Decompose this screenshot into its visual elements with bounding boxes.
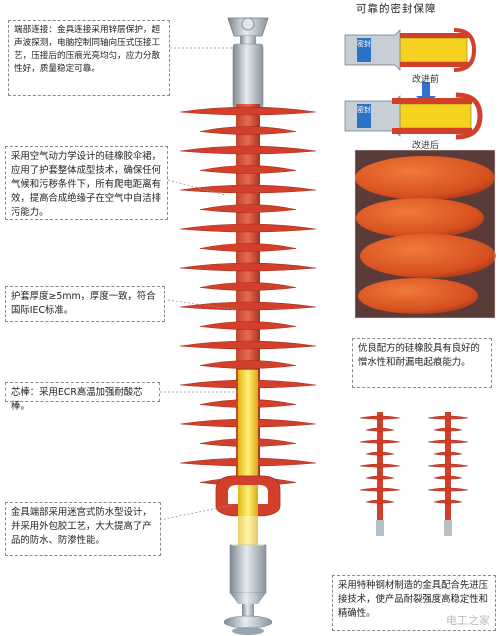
shed [433, 427, 463, 432]
shed [199, 243, 297, 252]
seal-before-diagram [344, 28, 477, 72]
callout-core: 芯棒：采用ECR高温加强耐酸芯棒。 [5, 382, 160, 412]
shed [365, 475, 395, 480]
callout-end-fitting: 端部连接：金具连接采用锌层保护，超声波探测，电脑控制同轴向压式压接工艺，压接后的… [8, 20, 170, 96]
shed [359, 463, 401, 468]
shed [427, 439, 469, 444]
callout-bottom-fitting: 金具端部采用迷宫式防水型设计，并采用外包胶工艺，大大提高了产品的防水、防渗性能。 [5, 502, 161, 556]
after-label: 改进后 [412, 141, 440, 151]
shed [365, 499, 395, 504]
watermark: 电工之家 [446, 614, 490, 627]
shed [433, 451, 463, 456]
rubber-closeup-photo [354, 149, 496, 319]
shed [179, 106, 317, 116]
seal-title: 可靠的密封保障 [356, 3, 437, 15]
shed [427, 463, 469, 468]
shed [199, 204, 297, 213]
shed [199, 321, 297, 330]
shed [359, 439, 401, 444]
shed [179, 301, 317, 311]
callout-rubber: 优良配方的硅橡胶具有良好的憎水性和耐漏电起痕能力。 [352, 338, 492, 388]
bottom-end-fitting [215, 475, 281, 635]
shed [427, 415, 469, 420]
shed [365, 451, 395, 456]
seal-after-diagram [344, 92, 483, 140]
before-label: 改进前 [412, 75, 440, 85]
callout-sheath: 护套厚度≥5mm，厚度一致，符合国际IEC标准。 [5, 286, 165, 322]
mini-fitting [376, 520, 384, 536]
callout-sheds: 采用空气动力学设计的硅橡胶伞裙，应用了护套整体成型技术，确保任何气候和污秽条件下… [5, 146, 168, 220]
mini-rod [445, 412, 451, 524]
seal-tag-before: 密封 [357, 40, 371, 48]
small-insulator-1 [359, 412, 401, 536]
shed [199, 360, 297, 369]
shed [179, 262, 317, 272]
mini-fitting [444, 520, 452, 536]
shed [179, 145, 317, 155]
seal-tag-after: 密封 [357, 106, 371, 114]
top-end-fitting [227, 17, 269, 109]
shed [427, 487, 469, 492]
shed [433, 475, 463, 480]
shed [199, 282, 297, 291]
shed [179, 184, 317, 194]
shed [199, 165, 297, 174]
shed [359, 415, 401, 420]
callout-steel: 采用特种钢材制造的金具配合先进压接技术，使产品耐裂强度高稳定性和精确性。 [332, 575, 496, 631]
shed [365, 427, 395, 432]
shed [433, 499, 463, 504]
mini-rod [377, 412, 383, 524]
small-insulator-2 [427, 412, 469, 536]
shed [179, 340, 317, 350]
shed [179, 223, 317, 233]
shed [359, 487, 401, 492]
shed [199, 126, 297, 135]
